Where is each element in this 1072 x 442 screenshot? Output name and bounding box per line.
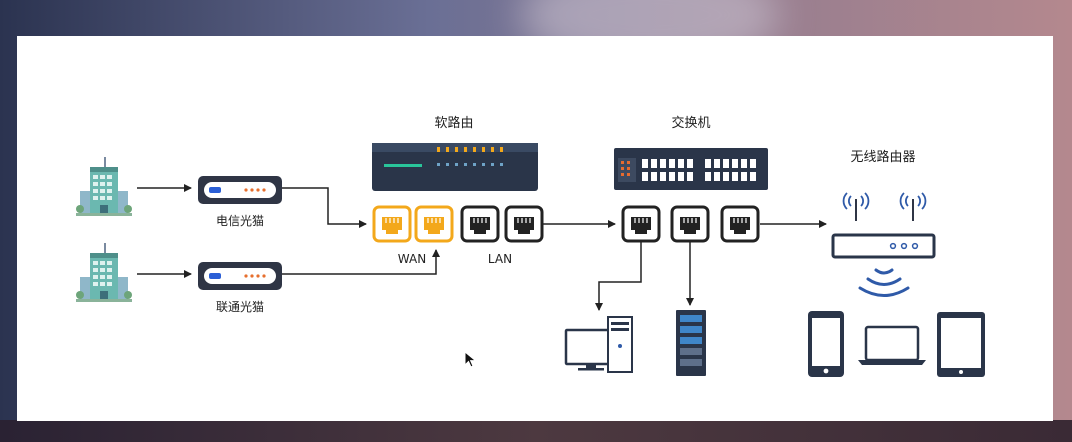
ethernet-port-icon <box>670 205 710 243</box>
desktop-pc-icon <box>564 316 633 373</box>
tablet-icon <box>937 312 985 377</box>
laptop-icon <box>858 325 926 365</box>
lan-label: LAN <box>488 252 512 266</box>
ethernet-port-icon <box>621 205 661 243</box>
ethernet-port-icon <box>414 205 454 243</box>
ethernet-port-icon <box>460 205 500 243</box>
phone-icon <box>808 311 844 377</box>
modem-icon <box>198 262 282 290</box>
cursor-icon <box>464 351 477 368</box>
ethernet-port-icon <box>372 205 412 243</box>
switch-icon <box>614 148 768 190</box>
modem-icon <box>198 176 282 204</box>
building-icon <box>76 243 132 302</box>
router-icon <box>372 143 538 191</box>
wan-label: WAN <box>398 252 426 266</box>
ethernet-port-icon <box>720 205 760 243</box>
unicom-modem-label: 联通光猫 <box>216 300 264 314</box>
ethernet-port-icon <box>504 205 544 243</box>
building-icon <box>76 157 132 216</box>
switch-label: 交换机 <box>671 115 710 131</box>
wifi-signal-icon <box>858 268 910 297</box>
connection-arrow <box>282 249 440 275</box>
wireless-router-label: 无线路由器 <box>850 149 915 165</box>
server-icon <box>676 310 706 376</box>
soft-router-label: 软路由 <box>434 115 473 131</box>
wireless-router-icon <box>831 192 936 259</box>
connection-arrow <box>595 241 642 311</box>
telecom-modem-label: 电信光猫 <box>216 214 264 228</box>
connection-arrow <box>282 187 367 228</box>
background-bottom <box>0 420 1072 442</box>
